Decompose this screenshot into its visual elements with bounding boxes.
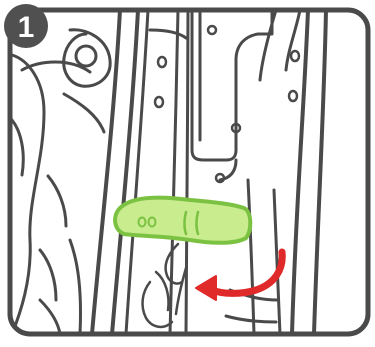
- step-number: 1: [18, 11, 35, 44]
- step-badge: 1: [4, 4, 48, 48]
- release-lever-highlight: [115, 198, 250, 243]
